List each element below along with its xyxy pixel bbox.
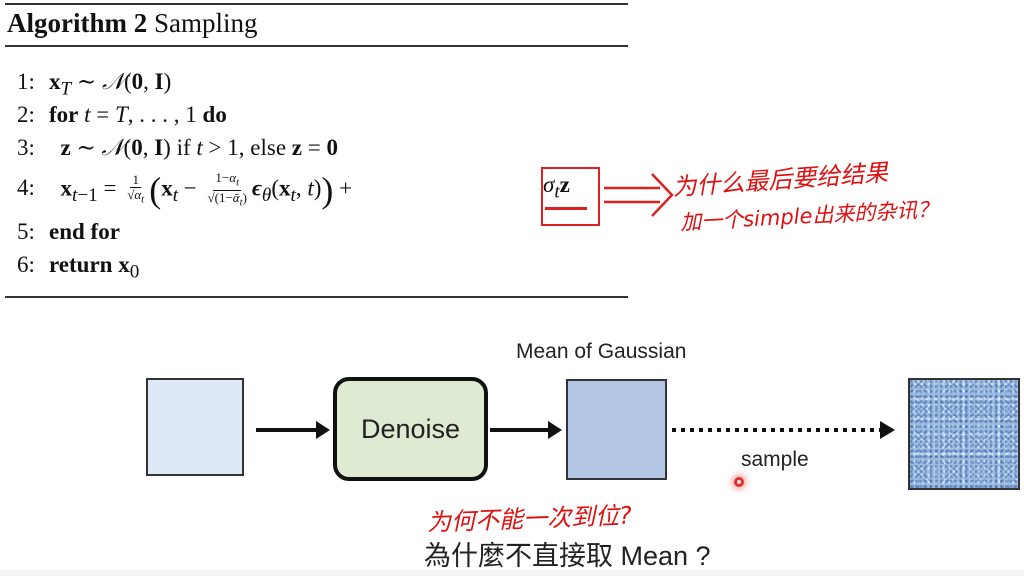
algo-line-6: 6:return x0 bbox=[17, 252, 140, 283]
mean-image-box bbox=[566, 379, 667, 480]
top-rule bbox=[5, 3, 628, 5]
algo-line-2: 2:for t = T, . . . , 1 do bbox=[17, 102, 227, 127]
bottom-strip bbox=[0, 570, 1024, 576]
dotted-arrow-sample bbox=[672, 421, 895, 439]
annotation-highlight-box bbox=[541, 167, 600, 226]
question-caption: 為什麼不直接取 Mean ? bbox=[424, 541, 711, 571]
algorithm-title: Algorithm 2 Sampling bbox=[7, 8, 258, 38]
algo-line-3: 3: z ∼ 𝒩(0, I) if t > 1, else z = 0 bbox=[17, 135, 338, 160]
title-rule bbox=[5, 45, 628, 47]
algo-line-1: 1:xT ∼ 𝒩(0, I) bbox=[17, 69, 172, 100]
input-image-box bbox=[146, 378, 244, 476]
algo-line-4: 4: xt−1 = 1√αt(xt − 1−αt√(1−ᾱt)ϵθ(xt, t)… bbox=[17, 170, 353, 211]
sigma-z-term: σtz bbox=[543, 172, 570, 203]
mean-of-gaussian-label: Mean of Gaussian bbox=[516, 340, 687, 363]
pointer-cursor bbox=[734, 477, 744, 487]
algo-line-5: 5:end for bbox=[17, 219, 120, 244]
annotation-note-3: 为何不能一次到位? bbox=[426, 501, 633, 537]
denoise-box: Denoise bbox=[333, 377, 488, 481]
flow-arrow-denoise-to-mean bbox=[490, 421, 562, 439]
annotation-arrow bbox=[604, 173, 674, 217]
noisy-sample-image bbox=[908, 378, 1020, 490]
bottom-rule bbox=[5, 296, 628, 298]
flow-arrow-input-to-denoise bbox=[256, 421, 330, 439]
sample-label: sample bbox=[741, 448, 809, 471]
annotation-underline bbox=[545, 207, 587, 210]
